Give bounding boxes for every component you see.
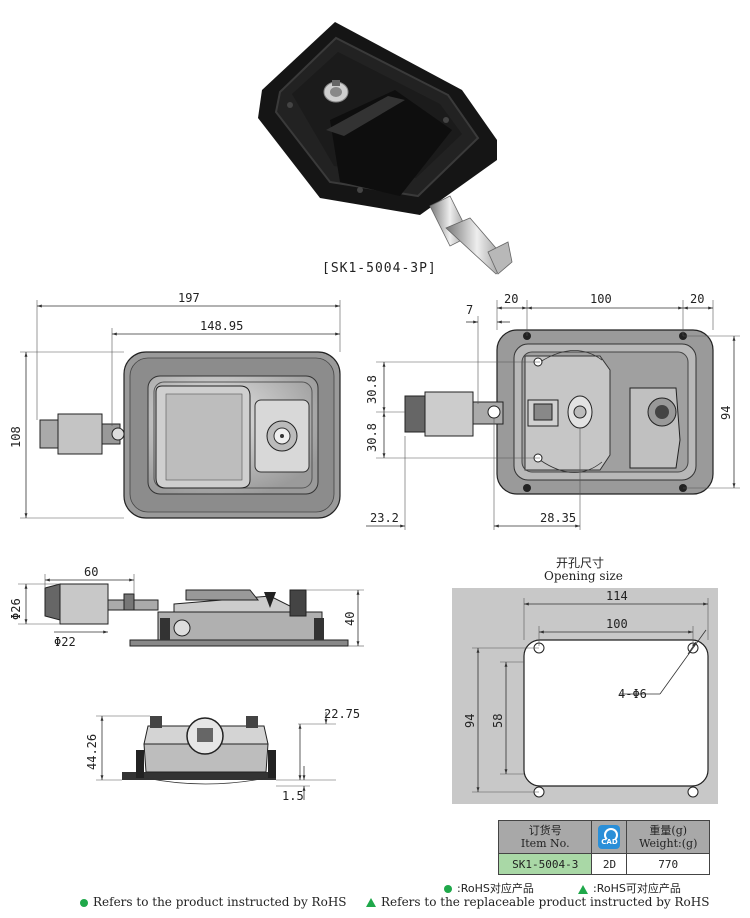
opening-title-cn: 开孔尺寸	[556, 556, 605, 570]
end-view	[122, 716, 276, 785]
back-small-offset: 7	[466, 303, 473, 317]
cad-format[interactable]: 2D	[591, 853, 628, 875]
opening-cutout	[523, 639, 709, 787]
spec-table: 订货号 Item No. CAD 重量(g) Weight:(g) SK1-50…	[497, 820, 710, 875]
green-triangle-icon	[578, 884, 588, 894]
weight-value: 770	[626, 853, 710, 875]
back-upper-offset: 30.8	[365, 375, 379, 404]
footer-replaceable-note: Refers to the replaceable product instru…	[366, 895, 709, 909]
opening-title-en: Opening size	[544, 569, 623, 583]
opening-inner-height: 58	[491, 714, 505, 728]
opening-width: 114	[606, 589, 628, 603]
side-shaft-diameter: Φ22	[54, 635, 76, 649]
product-photo	[258, 22, 513, 275]
item-number: SK1-5004-3	[497, 853, 593, 875]
back-bolt-offset: 23.2	[370, 511, 399, 525]
back-lower-spacing: 28.35	[540, 511, 576, 525]
end-thickness: 1.5	[282, 789, 304, 803]
front-view	[39, 351, 341, 519]
side-handle-diameter: Φ26	[9, 598, 23, 620]
end-flange: 22.75	[324, 707, 360, 721]
back-lower-offset: 30.8	[365, 423, 379, 452]
footer-rohs-note: Refers to the product instructed by RoHS	[80, 895, 347, 909]
back-center-spacing: 100	[590, 292, 612, 306]
back-right-margin: 20	[690, 292, 704, 306]
green-triangle-icon	[366, 898, 376, 907]
back-height: 94	[719, 406, 733, 420]
green-dot-icon	[80, 898, 88, 907]
front-overall-width: 197	[178, 291, 200, 305]
table-row: SK1-5004-3 2D 770	[497, 853, 710, 875]
back-left-margin: 20	[504, 292, 518, 306]
front-height: 108	[9, 426, 23, 448]
opening-height: 94	[463, 714, 477, 728]
front-mount-width: 148.95	[200, 319, 243, 333]
opening-holes: 4-Φ6	[618, 687, 647, 701]
end-height: 44.26	[85, 734, 99, 770]
side-view	[44, 583, 349, 647]
cad-icon: CAD	[598, 825, 621, 849]
legend-rohs-replaceable: :RoHS可对应产品	[578, 880, 681, 896]
header-cad: CAD	[591, 820, 628, 854]
opening-hole	[687, 786, 699, 798]
green-dot-icon	[444, 885, 452, 893]
header-item: 订货号 Item No.	[497, 820, 593, 854]
opening-hole-spacing: 100	[606, 617, 628, 631]
header-weight: 重量(g) Weight:(g)	[626, 820, 710, 854]
side-height: 40	[343, 612, 357, 626]
model-caption: [SK1-5004-3P]	[322, 261, 437, 276]
side-depth: 60	[84, 565, 98, 579]
back-view	[404, 329, 714, 495]
legend-rohs: :RoHS对应产品	[444, 880, 534, 896]
